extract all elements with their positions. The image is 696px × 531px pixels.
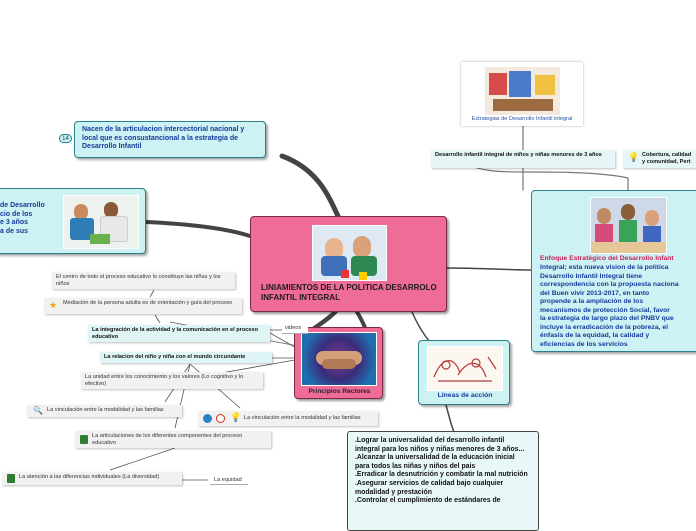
principio-item[interactable]: La integración de la actividad y la comu… [88,325,270,342]
desarrollo-node[interactable]: Desarrollo infantil integral de niños y … [431,150,615,168]
enfoque-line: incluye la erradicación de la pobreza, e… [540,323,669,331]
lineas-items-box[interactable]: .Lograr la universalidad del desarrollo … [347,431,539,531]
book-icon [80,435,88,444]
left-desarrollo-text: de Desarrollo cio de los e 3 años a de s… [0,202,45,235]
principio-item[interactable]: La atención a las diferencias individual… [2,472,182,485]
lineas-item: .Erradicar la desnutrición y combatir la… [355,471,528,479]
principio-item[interactable]: ★ Mediación de la persona adulta es de o… [44,298,242,314]
principios-label: Principios Rectores [308,388,371,395]
lineas-item: .Asegurar servicios de calidad bajo cual… [355,479,504,496]
left-desarrollo-node[interactable]: de Desarrollo cio de los e 3 años a de s… [0,188,146,254]
enfoque-line: mecanismos de protección Social, favor [540,306,670,314]
videos-label[interactable]: videos [282,324,308,334]
principio-item[interactable]: La articulaciones de los diferentes comp… [75,431,271,448]
articulacion-node[interactable]: Nacen de la articulacion intercectorial … [74,121,266,158]
enfoque-line: Integral; esta nueva vision de la politi… [540,264,669,271]
badge-count[interactable]: 14 [59,134,72,143]
classroom-image [484,66,561,116]
enfoque-line: Desarrollo Infantil Integral tiene [540,272,642,280]
globe-icon [203,414,212,423]
principio-item[interactable]: La relacion del niño y niña con el mundo… [100,352,272,363]
sketch-drawing [433,356,497,382]
enfoque-line: correspondencia con la propuesta naciona [540,281,679,288]
articulacion-text: Nacen de la articulacion intercectorial … [82,126,245,150]
kids-table-image [590,197,667,254]
no-entry-icon [216,414,225,423]
enfoque-line: eficiencias de los servicios [540,340,628,348]
principio-item[interactable]: 💡 La vinculación entre la modalidad y la… [198,411,378,426]
central-topic[interactable]: LINIAMIENTOS DE LA POLITICA DESARROLO IN… [250,216,447,312]
enfoque-line: del Buen vivir 2013-2017, en tanto [540,289,650,297]
lineas-item: .Controlar el cumplimiento de estándares… [355,497,501,505]
lineas-label: Lineas de acción [437,392,493,399]
enfoque-title: Enfoque Estratégico del Desarrollo Infan… [540,255,674,262]
star-icon: ★ [49,300,58,310]
family-image [63,195,139,249]
principio-item[interactable]: El centro de todo el proceso educativo l… [52,272,235,289]
lineas-item: .Lograr la universalidad del desarrollo … [355,437,525,453]
enfoque-line: énfasis de la equidad, la calidad y [540,332,650,339]
principio-item[interactable]: La equidad [210,475,248,485]
estrategias-node[interactable]: Estrategias de Desarrollo Infantil integ… [461,62,583,126]
principio-item[interactable]: 🔍 La vinculación entre la modalidad y la… [27,405,182,417]
enfoque-node[interactable]: Enfoque Estratégico del Desarrollo Infan… [531,190,696,352]
enfoque-line: la estrategia de largo plazo del PNBV qu… [540,315,674,322]
sketch-image [427,346,503,391]
children-playing-image [312,225,387,281]
central-title: LINIAMIENTOS DE LA POLITICA DESARROLO IN… [261,283,437,302]
principio-item[interactable]: La unidad entre los conocimiento y los v… [81,372,263,389]
cobertura-node[interactable]: 💡 Cobertura, calidad y comunidad, Pert [623,150,696,168]
magnifier-icon: 🔍 [33,406,43,415]
enfoque-line: propende a la ampliación de los [540,298,644,305]
principios-node[interactable]: Principios Rectores [294,327,383,399]
lineas-node[interactable]: Lineas de acción [418,340,510,405]
hands-image [301,332,377,386]
lineas-item: .Alcanzar la universalidad de la educaci… [355,454,515,470]
book-icon [7,474,15,483]
lightbulb-icon: 💡 [628,152,640,162]
estrategias-caption: Estrategias de Desarrollo Infantil integ… [471,116,573,122]
lightbulb-icon: 💡 [230,412,242,422]
